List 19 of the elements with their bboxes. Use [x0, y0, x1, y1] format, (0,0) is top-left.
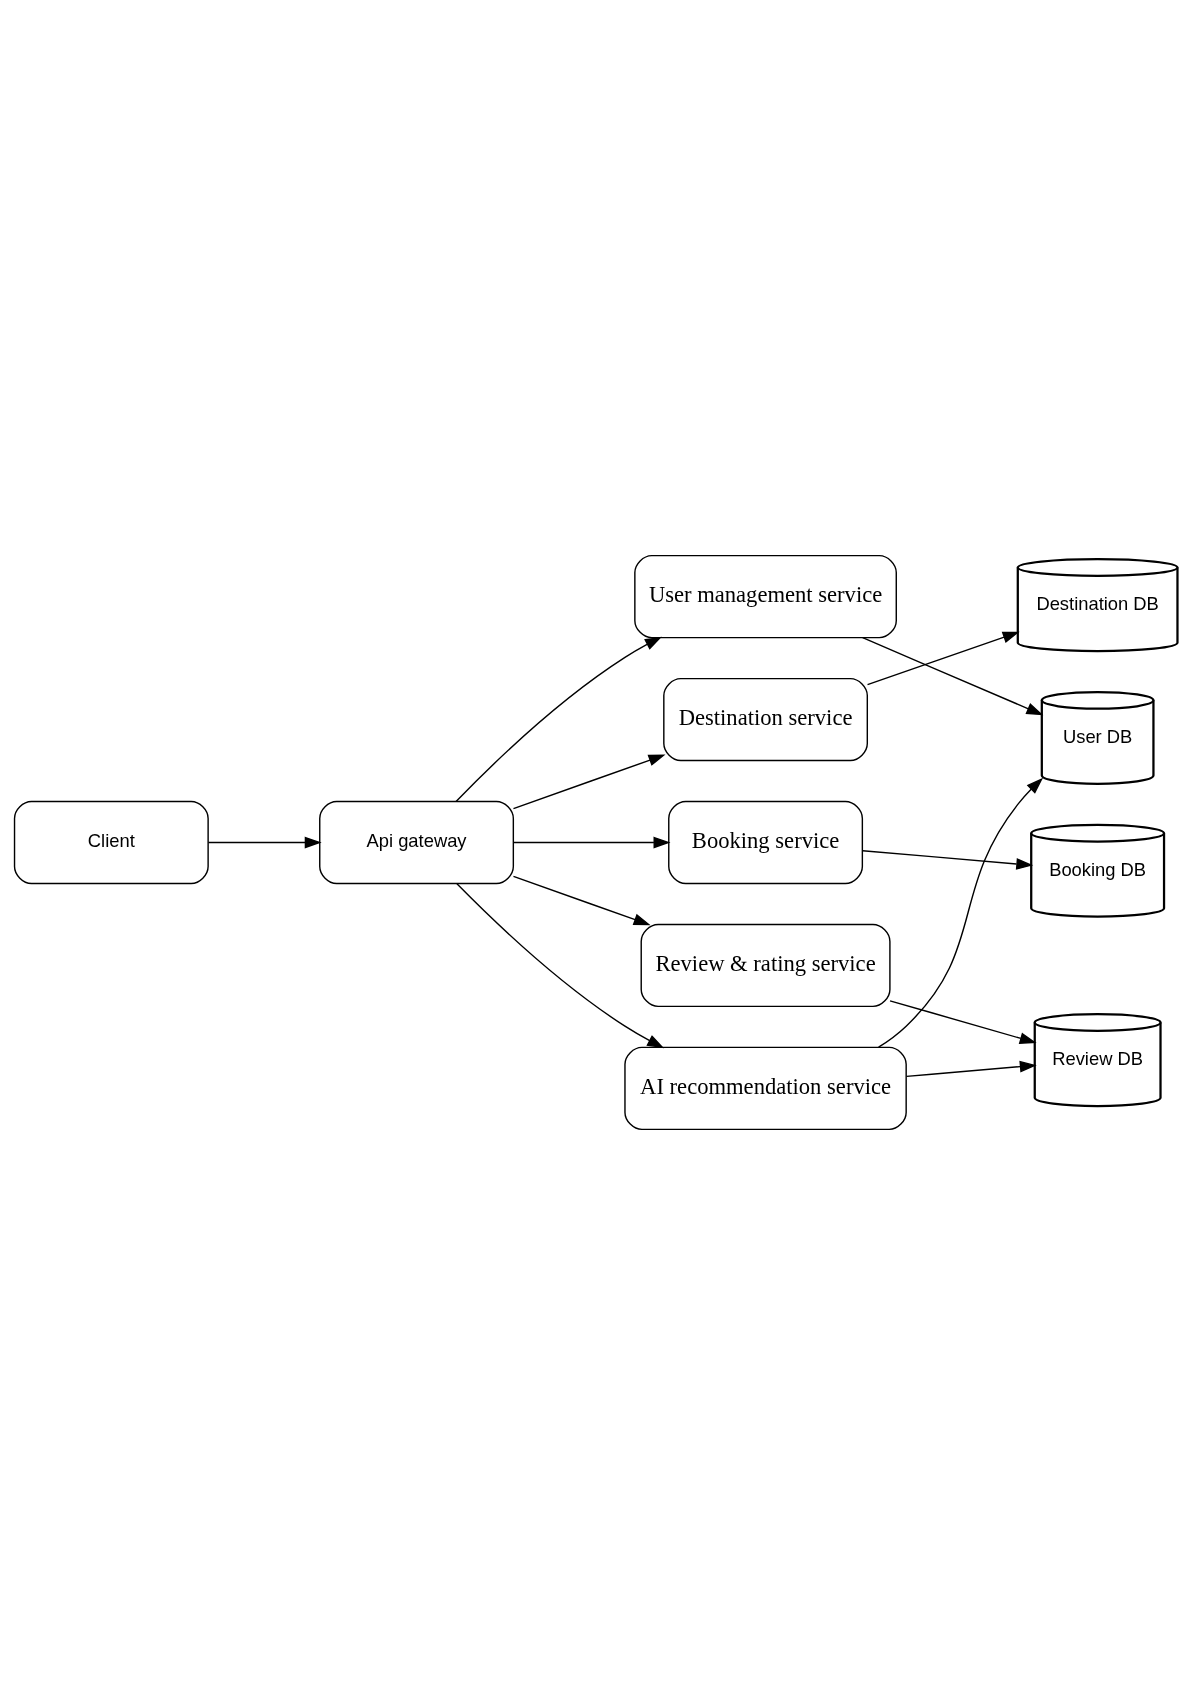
arrow	[889, 1000, 1037, 1044]
node-box: AI recommendation service	[624, 1046, 907, 1131]
node-box: User management service	[634, 554, 897, 639]
arrow	[866, 631, 1020, 686]
arrow	[207, 836, 322, 849]
arrow	[877, 777, 1044, 1048]
node-box: Client	[13, 800, 209, 885]
arrow	[861, 637, 1044, 716]
arrow	[905, 1060, 1037, 1078]
arrow	[512, 754, 666, 810]
node-box: Destination service	[663, 677, 868, 762]
arrow	[456, 883, 665, 1049]
arrow	[455, 636, 662, 803]
node-box: Booking service	[668, 800, 864, 885]
arrow	[861, 850, 1034, 870]
node-box: Api gateway	[319, 800, 515, 885]
arrow	[512, 875, 651, 926]
node-box: Review & rating service	[640, 923, 891, 1008]
arrow	[512, 836, 671, 849]
